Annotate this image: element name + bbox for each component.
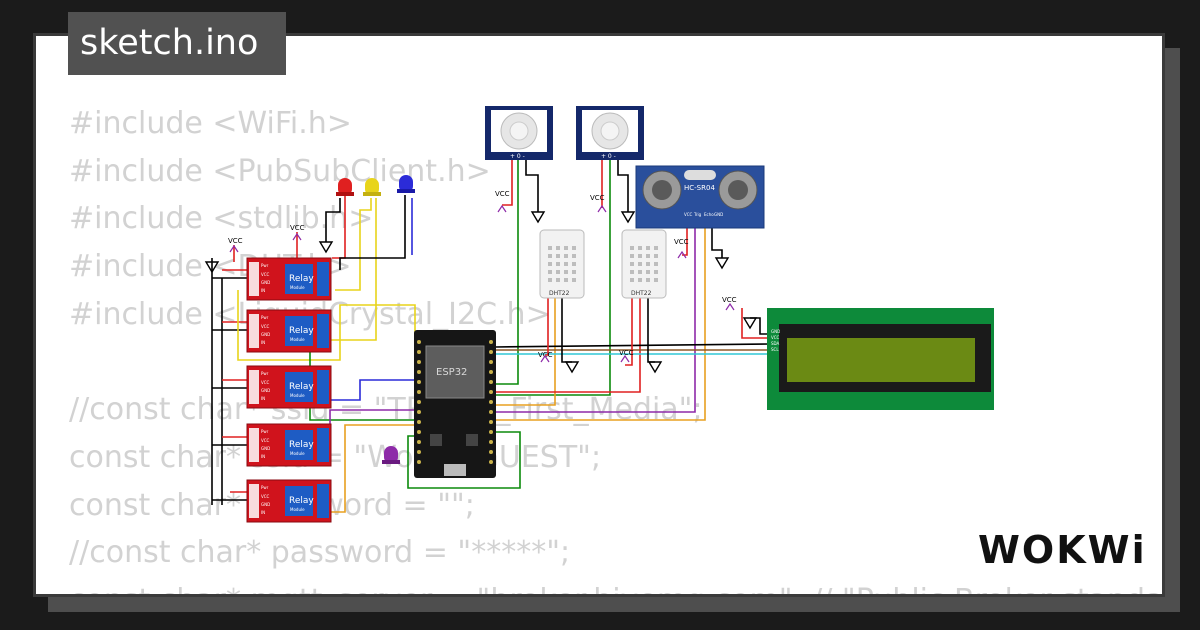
svg-text:SDA: SDA xyxy=(771,341,780,346)
svg-text:IN: IN xyxy=(261,340,265,345)
sketch-filename-tab[interactable]: sketch.ino xyxy=(68,12,286,75)
svg-text:VCC: VCC xyxy=(290,224,305,232)
led-red[interactable] xyxy=(336,178,354,196)
sketch-filename: sketch.ino xyxy=(80,23,259,63)
svg-text:GND: GND xyxy=(261,332,270,337)
svg-text:Pwr: Pwr xyxy=(261,429,269,434)
svg-text:Module: Module xyxy=(290,337,305,342)
relay-module[interactable]: Relay Module Pwr VCC GND IN xyxy=(246,423,332,467)
svg-text:Pwr: Pwr xyxy=(261,263,269,268)
svg-text:VCC: VCC xyxy=(722,296,737,304)
svg-text:GND: GND xyxy=(261,446,270,451)
led-purple[interactable] xyxy=(382,446,400,464)
svg-text:DHT22: DHT22 xyxy=(549,290,570,297)
ultrasonic-sensor[interactable]: HC-SR04 VCC Trig Echo GND xyxy=(635,165,765,229)
svg-text:IN: IN xyxy=(261,510,265,515)
svg-text:VCC: VCC xyxy=(261,324,270,329)
relay-module[interactable]: Relay Module Pwr VCC GND IN xyxy=(246,479,332,523)
relay-module[interactable]: Relay Module Pwr VCC GND IN xyxy=(246,365,332,409)
code-line: #include <stdlib.h> xyxy=(69,201,374,237)
svg-text:DHT22: DHT22 xyxy=(631,290,652,297)
svg-text:Relay: Relay xyxy=(289,496,314,506)
svg-text:+ 0 -: + 0 - xyxy=(601,153,616,160)
svg-text:VCC: VCC xyxy=(590,194,605,202)
svg-text:VCC: VCC xyxy=(495,190,510,198)
svg-text:VCC: VCC xyxy=(261,494,270,499)
svg-text:Relay: Relay xyxy=(289,440,314,450)
svg-text:Pwr: Pwr xyxy=(261,371,269,376)
lcd-display[interactable]: GND VCC SDA SCL xyxy=(767,308,994,410)
svg-text:Relay: Relay xyxy=(289,382,314,392)
svg-text:GND: GND xyxy=(261,388,270,393)
svg-text:Relay: Relay xyxy=(289,274,314,284)
svg-text:IN: IN xyxy=(261,396,265,401)
led-yellow[interactable] xyxy=(363,178,381,196)
esp32-board[interactable]: ESP32 xyxy=(414,330,496,478)
svg-text:GND: GND xyxy=(261,502,270,507)
led-blue[interactable] xyxy=(397,175,415,193)
code-line: const char* mqtt_server = "broker.hivemq… xyxy=(69,577,1162,594)
svg-text:VCC: VCC xyxy=(674,238,689,246)
svg-text:HC-SR04: HC-SR04 xyxy=(684,184,715,192)
vcc-labels: VCC VCC VCC VCC VCC VCC VCC VCC xyxy=(228,190,737,359)
vcc-arrows xyxy=(229,204,735,363)
svg-text:VCC: VCC xyxy=(684,212,693,217)
code-line: #include <WiFi.h> xyxy=(69,106,352,141)
svg-text:Module: Module xyxy=(290,451,305,456)
svg-text:+ 0 -: + 0 - xyxy=(510,153,525,160)
svg-text:ESP32: ESP32 xyxy=(436,367,467,378)
dht22-sensor[interactable]: DHT22 xyxy=(539,229,585,299)
code-line: //const char* password = "*****"; xyxy=(69,535,571,571)
dht22-sensor[interactable]: DHT22 xyxy=(621,229,667,299)
svg-text:VCC: VCC xyxy=(619,349,634,357)
svg-text:GND: GND xyxy=(771,329,780,334)
svg-text:Module: Module xyxy=(290,393,305,398)
svg-text:IN: IN xyxy=(261,454,265,459)
pir-motion-sensor[interactable]: + 0 - xyxy=(485,106,553,160)
pir-motion-sensor[interactable]: + 0 - xyxy=(576,106,644,160)
svg-text:VCC: VCC xyxy=(261,438,270,443)
svg-text:Module: Module xyxy=(290,285,305,290)
svg-text:VCC: VCC xyxy=(261,272,270,277)
svg-text:Pwr: Pwr xyxy=(261,315,269,320)
relay-module[interactable]: Relay Module Pwr VCC GND IN xyxy=(246,309,332,353)
svg-text:SCL: SCL xyxy=(771,347,779,352)
svg-text:Pwr: Pwr xyxy=(261,485,269,490)
svg-text:Echo: Echo xyxy=(704,212,714,217)
svg-text:Module: Module xyxy=(290,507,305,512)
svg-text:VCC: VCC xyxy=(228,237,243,245)
ground-symbols xyxy=(204,211,758,374)
svg-text:VCC: VCC xyxy=(538,351,553,359)
svg-text:GND: GND xyxy=(261,280,270,285)
relay-module[interactable]: Relay Module Pwr VCC GND IN xyxy=(246,257,332,301)
svg-text:Trig: Trig xyxy=(693,212,702,217)
svg-text:IN: IN xyxy=(261,288,265,293)
svg-text:GND: GND xyxy=(714,212,723,217)
wokwi-logo: WOKWi xyxy=(978,528,1147,572)
svg-text:Relay: Relay xyxy=(289,326,314,336)
svg-text:VCC: VCC xyxy=(771,335,780,340)
svg-text:VCC: VCC xyxy=(261,380,270,385)
